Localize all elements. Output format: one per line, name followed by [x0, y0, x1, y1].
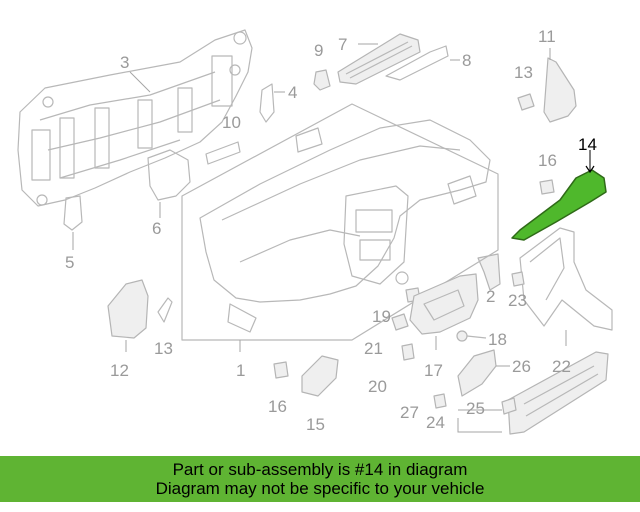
label-26: 26 [512, 357, 531, 376]
part-7-defrost-grille[interactable] [337, 33, 421, 85]
part-21-clip[interactable] [391, 313, 409, 331]
label-11: 11 [538, 27, 556, 46]
part-6-bracket[interactable] [147, 149, 191, 201]
label-17: 17 [424, 361, 443, 380]
part-23-clip[interactable] [511, 271, 525, 287]
label-7: 7 [338, 35, 347, 54]
label-22: 22 [552, 357, 571, 376]
part-17-center-bezel[interactable] [409, 273, 479, 335]
part-16-clip-right[interactable] [539, 179, 555, 195]
part-4-bracket[interactable] [259, 83, 275, 123]
label-3: 3 [120, 53, 129, 72]
label-23: 23 [508, 291, 527, 310]
label-6: 6 [152, 219, 161, 238]
label-24: 24 [426, 413, 445, 432]
part-3-crosscar-beam[interactable] [17, 29, 253, 207]
label-15: 15 [306, 415, 325, 434]
part-16-clip-left[interactable] [273, 361, 289, 379]
label-4: 4 [288, 83, 297, 102]
part-12-end-panel[interactable] [107, 279, 149, 339]
label-9: 9 [314, 41, 323, 60]
label-5: 5 [65, 253, 74, 272]
label-2: 2 [486, 287, 495, 306]
label-21: 21 [364, 339, 383, 358]
part-9-clip[interactable] [313, 69, 331, 91]
part-20-clip[interactable] [401, 343, 415, 361]
label-16-right: 16 [538, 151, 557, 170]
part-24-knee-panel[interactable] [507, 351, 609, 435]
parts-diagram: 3 5 6 4 9 10 7 8 11 13 16 14 2 23 22 19 … [17, 27, 613, 435]
label-14-highlighted: 14 [578, 135, 597, 154]
label-18: 18 [488, 330, 507, 349]
label-13-right: 13 [514, 63, 533, 82]
part-11-end-cap[interactable] [543, 57, 577, 123]
banner-line-2: Diagram may not be specific to your vehi… [155, 479, 485, 498]
part-26-panel[interactable] [457, 349, 497, 397]
banner-line-1: Part or sub-assembly is #14 in diagram [172, 460, 468, 479]
part-2-bracket[interactable] [477, 253, 501, 291]
label-27: 27 [400, 403, 419, 422]
label-12: 12 [110, 361, 129, 380]
part-18-screw[interactable] [456, 330, 487, 342]
part-22-side-trim[interactable] [519, 227, 613, 331]
part-25-clip[interactable] [501, 397, 517, 415]
part-10-vent[interactable] [205, 141, 241, 165]
label-20: 20 [368, 377, 387, 396]
part-13-clip-left[interactable] [157, 297, 173, 323]
info-banner: Part or sub-assembly is #14 in diagram D… [0, 456, 640, 502]
label-8: 8 [462, 51, 471, 70]
label-10: 10 [222, 113, 241, 132]
part-13-clip-right[interactable] [517, 93, 535, 111]
label-19: 19 [372, 307, 391, 326]
label-13-left: 13 [154, 339, 173, 358]
part-5-bracket[interactable] [63, 195, 83, 231]
part-15-panel[interactable] [301, 355, 339, 397]
part-14-trim-panel[interactable] [511, 169, 607, 241]
label-1: 1 [236, 361, 245, 380]
label-25: 25 [466, 399, 485, 418]
part-8-trim[interactable] [385, 45, 449, 81]
part-1-dash-frame [181, 103, 499, 341]
label-16-left: 16 [268, 397, 287, 416]
part-1-dash-panel[interactable] [199, 119, 491, 333]
part-27-clip[interactable] [433, 393, 447, 409]
